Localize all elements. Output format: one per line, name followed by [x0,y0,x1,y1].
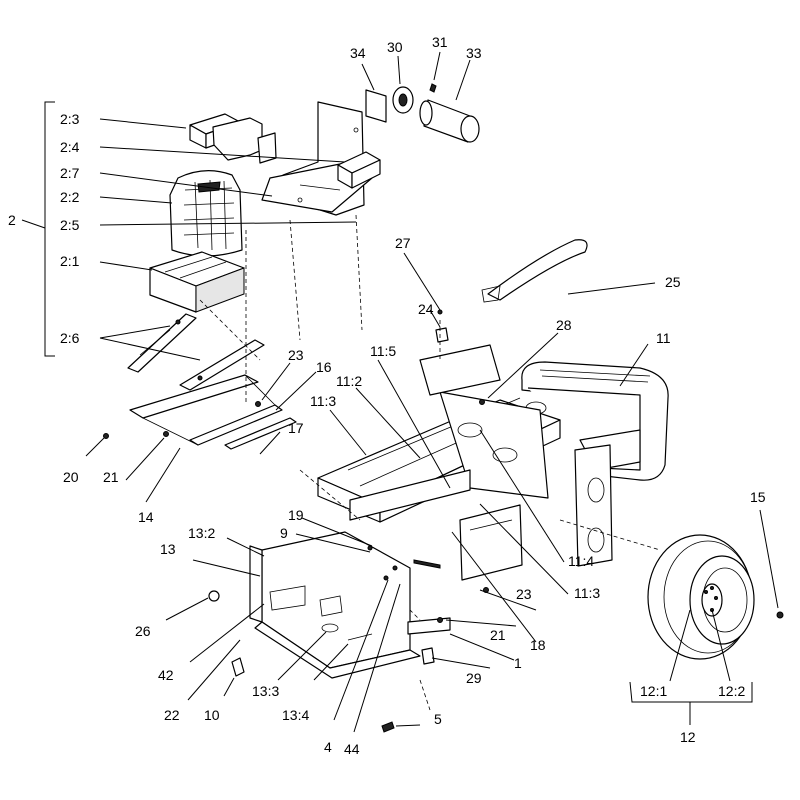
callout-23-top: 23 [288,347,304,363]
callout-2-6: 2:6 [60,330,80,346]
armrest-left [189,113,277,164]
callout-29: 29 [466,670,482,686]
wheel-tire-assembly [647,534,755,660]
callout-34: 34 [350,45,366,61]
assembly-guide-lines [199,214,661,711]
seat-slide-rails [127,313,265,391]
callout-20: 20 [63,469,79,485]
callout-14: 14 [138,509,154,525]
seat-cushion [149,251,245,313]
callout-13-4: 13:4 [282,707,309,723]
callout-11-3-right: 11:3 [574,585,600,601]
callout-22: 22 [164,707,180,723]
callout-2-2: 2:2 [60,189,80,205]
callout-30: 30 [387,39,403,55]
callout-44: 44 [344,741,360,757]
callout-16: 16 [316,359,332,375]
callout-1: 1 [514,655,522,671]
callout-21-left: 21 [103,469,119,485]
callout-12-1: 12:1 [640,683,667,699]
callout-26: 26 [135,623,151,639]
callout-28: 28 [556,317,572,333]
callout-23-bottom: 23 [516,586,532,602]
callout-27: 27 [395,235,411,251]
callout-2-4: 2:4 [60,139,80,155]
callout-11-3-left: 11:3 [310,393,336,409]
hour-meter-assembly [365,83,480,143]
callout-33: 33 [466,45,482,61]
callout-13-3: 13:3 [252,683,279,699]
callout-12: 12 [680,729,696,745]
callout-2-5: 2:5 [60,217,80,233]
control-panel-plate [249,531,421,679]
callout-13-2: 13:2 [188,525,215,541]
callout-15: 15 [750,489,766,505]
callout-4: 4 [324,739,332,755]
armrest-right [337,151,381,189]
callout-24: 24 [418,301,434,317]
callout-10: 10 [204,707,220,723]
small-bracket [435,309,449,343]
callout-42: 42 [158,667,174,683]
callout-9: 9 [280,525,288,541]
callout-13: 13 [160,541,176,557]
callout-11: 11 [656,330,671,346]
callout-2-3: 2:3 [60,111,80,127]
seat-mount-frame [103,374,297,450]
callout-31: 31 [432,34,448,50]
callout-2: 2 [8,212,16,228]
callout-2-7: 2:7 [60,165,80,181]
callout-labels: 2 2:3 2:4 2:7 2:2 2:5 2:1 2:6 34 30 31 3… [8,34,766,757]
callout-5: 5 [434,711,442,727]
callout-11-5: 11:5 [370,343,396,359]
callout-19: 19 [288,507,304,523]
main-frame [317,344,669,581]
callout-11-2: 11:2 [336,373,362,389]
leader-lines [21,51,779,733]
hardware-parts [208,559,784,733]
callout-18: 18 [530,637,546,653]
callout-2-1: 2:1 [60,253,80,269]
callout-12-2: 12:2 [718,683,745,699]
seat-back [169,170,243,257]
callout-17: 17 [288,420,304,436]
callout-11-4: 11:4 [568,553,594,569]
control-lever-rod [481,239,588,303]
callout-25: 25 [665,274,681,290]
callout-21-right: 21 [490,627,506,643]
